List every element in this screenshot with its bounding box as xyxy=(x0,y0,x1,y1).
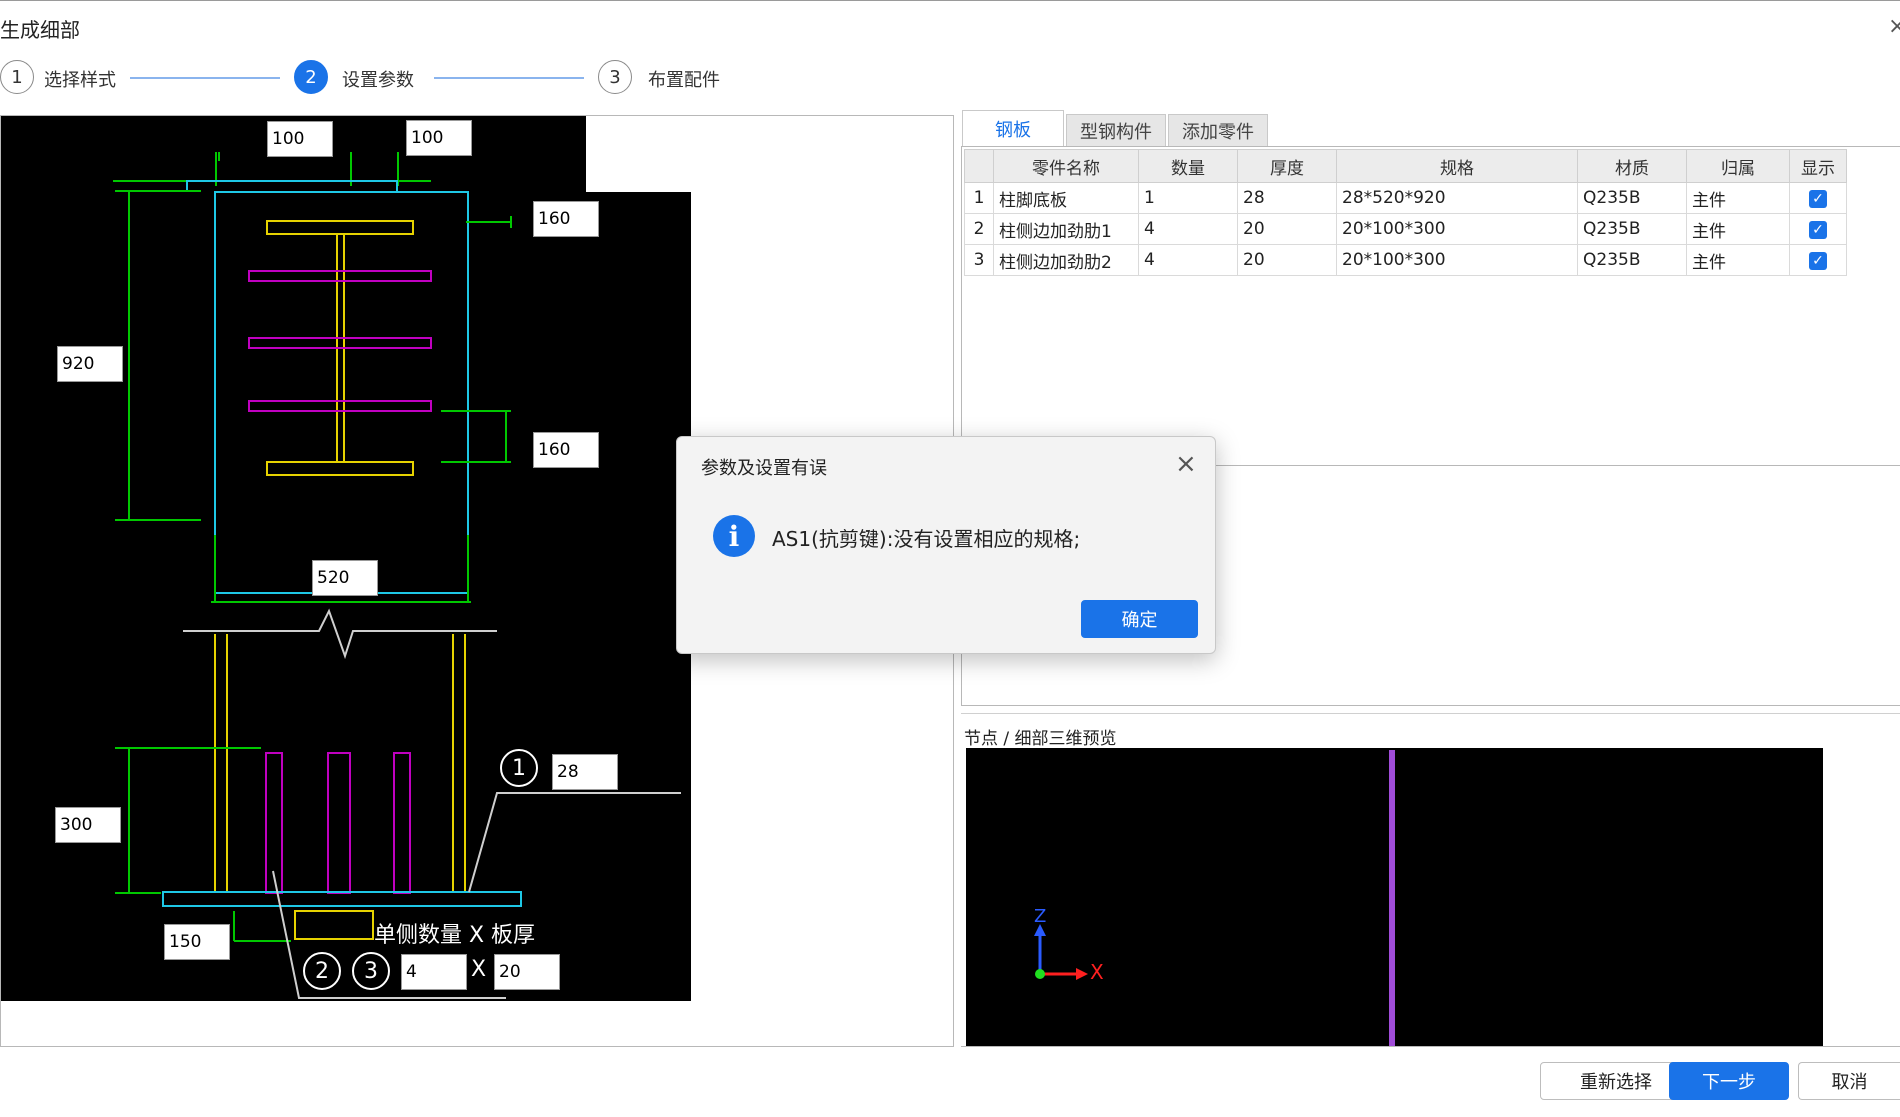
callout-2: 2 xyxy=(303,952,341,990)
cell-thickness[interactable]: 28 xyxy=(1237,182,1337,214)
dim-height-input[interactable]: 920 xyxy=(57,346,123,382)
cell-name[interactable]: 柱侧边加劲肋2 xyxy=(993,244,1139,276)
cell-spec[interactable]: 28*520*920 xyxy=(1336,182,1578,214)
step-2-label[interactable]: 设置参数 xyxy=(342,70,414,91)
dialog-ok-button[interactable]: 确定 xyxy=(1081,600,1198,638)
times-sign: X xyxy=(471,957,487,982)
table-row[interactable]: 3 柱侧边加劲肋2 4 20 20*100*300 Q235B 主件 ✓ xyxy=(964,244,1847,276)
step-3-label[interactable]: 布置配件 xyxy=(648,70,720,91)
dialog-close-icon[interactable]: × xyxy=(1175,449,1197,479)
callout-3: 3 xyxy=(352,952,390,990)
step-connector-2 xyxy=(434,77,584,79)
next-button[interactable]: 下一步 xyxy=(1669,1062,1789,1100)
cancel-button[interactable]: 取消 xyxy=(1798,1062,1900,1100)
info-icon: i xyxy=(713,515,755,557)
error-dialog: 参数及设置有误 × i AS1(抗剪键):没有设置相应的规格; 确定 xyxy=(676,436,1216,654)
callout-1: 1 xyxy=(500,749,538,787)
rib-count-input[interactable]: 4 xyxy=(401,954,467,990)
reselect-button[interactable]: 重新选择 xyxy=(1540,1062,1692,1100)
col-thickness[interactable]: 厚度 xyxy=(1237,149,1337,183)
side-count-label: 单侧数量 X 板厚 xyxy=(374,923,536,948)
parts-panel: 零件名称 数量 厚度 规格 材质 归属 显示 1 柱脚底板 1 28 28*52… xyxy=(961,146,1900,706)
col-show[interactable]: 显示 xyxy=(1789,149,1847,183)
cell-thickness[interactable]: 20 xyxy=(1237,244,1337,276)
step-2-circle[interactable]: 2 xyxy=(294,60,328,94)
dim-rib-height-input[interactable]: 300 xyxy=(55,807,121,843)
rib-thickness-input[interactable]: 20 xyxy=(494,954,560,990)
axis-z-label: Z xyxy=(1034,906,1047,927)
preview-label: 节点 / 细部三维预览 xyxy=(964,729,1117,749)
tab-add-part[interactable]: 添加零件 xyxy=(1168,114,1268,146)
cell-qty[interactable]: 4 xyxy=(1138,213,1238,245)
col-spec[interactable]: 规格 xyxy=(1336,149,1578,183)
preview-divider xyxy=(961,713,1900,714)
dim-right-upper-input[interactable]: 160 xyxy=(533,201,599,237)
col-qty[interactable]: 数量 xyxy=(1138,149,1238,183)
cad-drawing xyxy=(1,116,691,1001)
window-title: 生成细部 xyxy=(0,18,80,42)
preview-bottom-border xyxy=(961,1046,1900,1047)
cell-spec[interactable]: 20*100*300 xyxy=(1336,213,1578,245)
cell-owner[interactable]: 主件 xyxy=(1686,244,1790,276)
step-1-label[interactable]: 选择样式 xyxy=(44,70,116,91)
step-3-circle[interactable]: 3 xyxy=(598,60,632,94)
dim-thickness-input[interactable]: 28 xyxy=(552,754,618,790)
dim-top-left-input[interactable]: 100 xyxy=(267,121,333,157)
cell-material[interactable]: Q235B xyxy=(1577,213,1687,245)
table-row[interactable]: 1 柱脚底板 1 28 28*520*920 Q235B 主件 ✓ xyxy=(964,182,1847,214)
step-1-circle[interactable]: 1 xyxy=(0,60,34,94)
col-owner[interactable]: 归属 xyxy=(1686,149,1790,183)
cell-owner[interactable]: 主件 xyxy=(1686,182,1790,214)
table-header-row: 零件名称 数量 厚度 规格 材质 归属 显示 xyxy=(964,149,1847,183)
cell-name[interactable]: 柱侧边加劲肋1 xyxy=(993,213,1139,245)
step-connector-1 xyxy=(130,77,280,79)
show-checkbox[interactable]: ✓ xyxy=(1809,190,1827,208)
show-checkbox[interactable]: ✓ xyxy=(1809,221,1827,239)
dialog-message: AS1(抗剪键):没有设置相应的规格; xyxy=(772,527,1081,551)
panel-divider xyxy=(1214,465,1900,466)
show-checkbox[interactable]: ✓ xyxy=(1809,252,1827,270)
dim-right-lower-input[interactable]: 160 xyxy=(533,432,599,468)
cell-material[interactable]: Q235B xyxy=(1577,182,1687,214)
cell-name[interactable]: 柱脚底板 xyxy=(993,182,1139,214)
col-name[interactable]: 零件名称 xyxy=(993,149,1139,183)
axis-gizmo-icon xyxy=(1034,924,1088,980)
table-row[interactable]: 2 柱侧边加劲肋1 4 20 20*100*300 Q235B 主件 ✓ xyxy=(964,213,1847,245)
tab-section-steel[interactable]: 型钢构件 xyxy=(1066,114,1166,146)
col-index xyxy=(964,149,994,183)
dialog-title: 参数及设置有误 xyxy=(701,458,827,479)
row-index: 2 xyxy=(964,213,994,245)
cell-spec[interactable]: 20*100*300 xyxy=(1336,244,1578,276)
axis-x-label: X xyxy=(1090,960,1104,984)
preview-3d-viewport[interactable]: Z X xyxy=(966,748,1823,1046)
cell-thickness[interactable]: 20 xyxy=(1237,213,1337,245)
preview-column xyxy=(1389,750,1395,1046)
parts-table: 零件名称 数量 厚度 规格 材质 归属 显示 1 柱脚底板 1 28 28*52… xyxy=(964,149,1847,276)
cell-qty[interactable]: 4 xyxy=(1138,244,1238,276)
dim-top-right-input[interactable]: 100 xyxy=(406,120,472,156)
col-material[interactable]: 材质 xyxy=(1577,149,1687,183)
row-index: 3 xyxy=(964,244,994,276)
cell-owner[interactable]: 主件 xyxy=(1686,213,1790,245)
cell-qty[interactable]: 1 xyxy=(1138,182,1238,214)
tab-steel-plate[interactable]: 钢板 xyxy=(962,110,1064,146)
window-close-icon[interactable]: × xyxy=(1888,14,1900,39)
window-top-border xyxy=(0,0,1900,1)
cell-material[interactable]: Q235B xyxy=(1577,244,1687,276)
dim-offset-input[interactable]: 150 xyxy=(164,924,230,960)
row-index: 1 xyxy=(964,182,994,214)
dim-width-input[interactable]: 520 xyxy=(312,560,378,596)
